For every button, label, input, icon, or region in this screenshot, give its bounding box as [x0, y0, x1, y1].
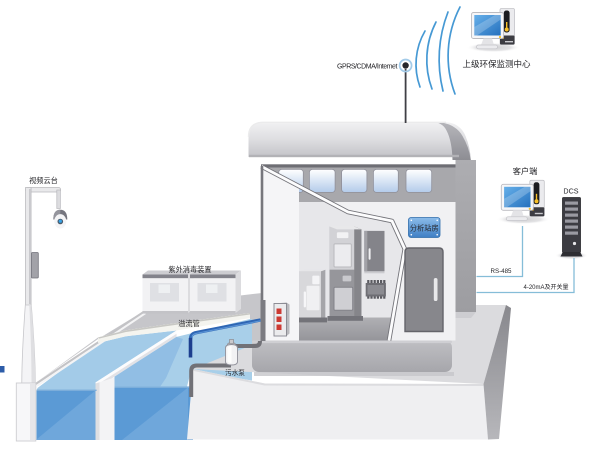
svg-text:客户端: 客户端 — [513, 166, 538, 176]
svg-text:溢流管: 溢流管 — [178, 319, 200, 328]
svg-text:紫外消毒装置: 紫外消毒装置 — [168, 265, 211, 274]
svg-text:分析站房: 分析站房 — [410, 224, 439, 233]
svg-text:RS-485: RS-485 — [491, 268, 513, 275]
svg-text:GPRS/CDMA/Internet: GPRS/CDMA/Internet — [337, 64, 397, 71]
svg-text:视频云台: 视频云台 — [29, 176, 58, 185]
svg-text:4-20mA及开关量: 4-20mA及开关量 — [523, 283, 568, 291]
svg-text:污水泵: 污水泵 — [225, 368, 245, 377]
svg-text:上级环保监测中心: 上级环保监测中心 — [463, 59, 532, 69]
svg-text:DCS: DCS — [563, 187, 578, 196]
